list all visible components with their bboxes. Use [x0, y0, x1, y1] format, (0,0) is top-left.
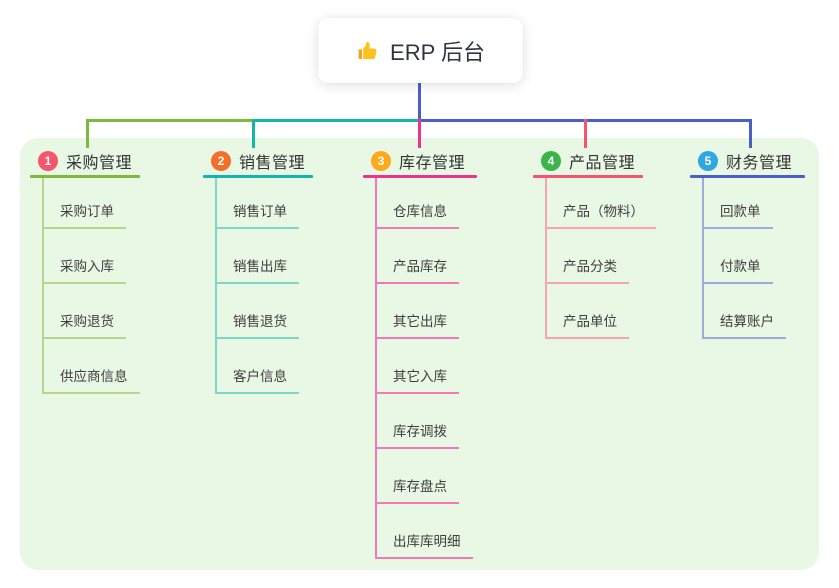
branch-underline [203, 175, 313, 178]
child-node[interactable]: 供应商信息 [44, 339, 140, 394]
branch-node[interactable]: 5 财务管理 [690, 149, 805, 173]
child-node[interactable]: 销售订单 [217, 178, 299, 229]
branch-column: 1 采购管理采购订单采购入库采购退货供应商信息 [30, 149, 140, 394]
branch-connector-segment [86, 119, 253, 122]
child-node[interactable]: 产品单位 [547, 284, 629, 339]
branch-children: 回款单付款单结算账户 [702, 178, 805, 339]
branch-connector-drop [418, 119, 421, 148]
branch-number-badge: 2 [211, 151, 231, 171]
root-title: ERP 后台 [390, 39, 485, 65]
thumbs-up-icon [356, 39, 380, 63]
branch-children: 产品（物料）产品分类产品单位 [545, 178, 656, 339]
child-node[interactable]: 其它出库 [377, 284, 459, 339]
branch-underline [690, 175, 805, 178]
branch-number-badge: 3 [371, 151, 391, 171]
branch-title: 采购管理 [66, 155, 133, 172]
branch-column: 3 库存管理仓库信息产品库存其它出库其它入库库存调拨库存盘点出库库明细 [363, 149, 477, 559]
branch-number-badge: 4 [541, 151, 561, 171]
child-node[interactable]: 回款单 [704, 178, 773, 229]
root-node[interactable]: ERP 后台 [318, 18, 523, 83]
branch-title: 库存管理 [399, 155, 466, 172]
child-node[interactable]: 采购订单 [44, 178, 126, 229]
branch-number-badge: 1 [38, 151, 58, 171]
branch-children: 仓库信息产品库存其它出库其它入库库存调拨库存盘点出库库明细 [375, 178, 477, 559]
child-node[interactable]: 库存调拨 [377, 394, 459, 449]
branch-underline [363, 175, 477, 178]
child-node[interactable]: 出库库明细 [377, 504, 473, 559]
branch-number-badge: 5 [698, 151, 718, 171]
branch-connector-segment [253, 119, 420, 122]
child-node[interactable]: 采购入库 [44, 229, 126, 284]
branch-title: 销售管理 [239, 155, 306, 172]
branch-title: 产品管理 [569, 155, 636, 172]
branch-underline [533, 175, 643, 178]
child-node[interactable]: 销售退货 [217, 284, 299, 339]
child-node[interactable]: 仓库信息 [377, 178, 459, 229]
child-node[interactable]: 其它入库 [377, 339, 459, 394]
child-node[interactable]: 客户信息 [217, 339, 299, 394]
branch-underline [30, 175, 140, 178]
child-node[interactable]: 结算账户 [704, 284, 786, 339]
branch-connector-drop [749, 119, 752, 148]
branch-column: 2 销售管理销售订单销售出库销售退货客户信息 [203, 149, 313, 394]
child-node[interactable]: 产品分类 [547, 229, 629, 284]
branch-node[interactable]: 2 销售管理 [203, 149, 313, 173]
child-node[interactable]: 库存盘点 [377, 449, 459, 504]
root-connector-stem [418, 83, 421, 120]
branch-node[interactable]: 1 采购管理 [30, 149, 140, 173]
branch-title: 财务管理 [726, 155, 793, 172]
branch-connector-drop [252, 119, 255, 148]
background-panel [20, 138, 819, 570]
child-node[interactable]: 采购退货 [44, 284, 126, 339]
branch-children: 销售订单销售出库销售退货客户信息 [215, 178, 313, 394]
branch-column: 5 财务管理回款单付款单结算账户 [690, 149, 805, 339]
branch-node[interactable]: 3 库存管理 [363, 149, 477, 173]
branch-connector-drop [584, 119, 587, 148]
child-node[interactable]: 产品库存 [377, 229, 459, 284]
branch-node[interactable]: 4 产品管理 [533, 149, 656, 173]
child-node[interactable]: 付款单 [704, 229, 773, 284]
child-node[interactable]: 产品（物料） [547, 178, 656, 229]
child-node[interactable]: 销售出库 [217, 229, 299, 284]
branch-column: 4 产品管理产品（物料）产品分类产品单位 [533, 149, 656, 339]
branch-connector-drop [86, 119, 89, 148]
branch-children: 采购订单采购入库采购退货供应商信息 [42, 178, 140, 394]
